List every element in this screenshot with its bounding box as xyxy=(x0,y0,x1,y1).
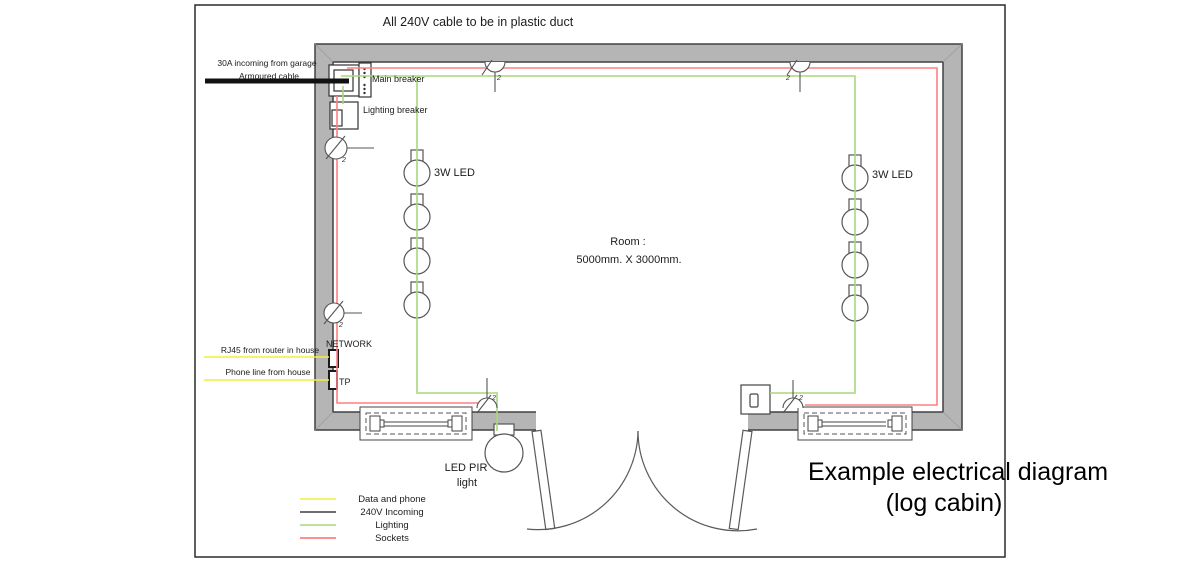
tp-label: TP xyxy=(339,377,351,387)
legend-item-240v: 240V Incoming xyxy=(300,507,424,518)
window-right-icon xyxy=(797,406,913,441)
led-left-label: 3W LED xyxy=(434,167,475,179)
pir-label-line2: light xyxy=(457,477,477,489)
legend-label-240v: 240V Incoming xyxy=(360,507,423,518)
light-switch-icon xyxy=(740,384,771,415)
lighting-breaker-label: Lighting breaker xyxy=(363,105,428,115)
legend: Data and phone 240V Incoming Lighting So… xyxy=(300,494,426,544)
socket-count: 2 xyxy=(496,75,501,82)
pir-label-line1: LED PIR xyxy=(445,462,488,474)
room-label-line1: Room : xyxy=(610,236,645,248)
socket-count: 2 xyxy=(491,395,496,402)
incoming-label-line2: Armoured cable xyxy=(239,71,299,81)
lighting-breaker xyxy=(329,101,359,130)
socket-left-lower-icon xyxy=(323,300,362,325)
legend-label-data: Data and phone xyxy=(358,494,426,505)
door-opening xyxy=(536,410,748,432)
socket-count: 2 xyxy=(338,322,343,329)
legend-item-lighting: Lighting xyxy=(300,520,409,531)
diagram-title: All 240V cable to be in plastic duct xyxy=(383,15,574,29)
phone-note: Phone line from house xyxy=(225,367,310,377)
network-label: NETWORK xyxy=(326,339,372,349)
socket-bottom-left-icon xyxy=(476,378,498,414)
socket-top-left-icon xyxy=(481,59,506,92)
main-breaker-label: Main breaker xyxy=(372,74,425,84)
socket-count: 2 xyxy=(341,157,346,164)
phone-socket xyxy=(328,370,338,390)
wall-miter xyxy=(314,43,334,63)
socket-bottom-right-icon xyxy=(782,380,804,414)
network-socket xyxy=(328,349,339,368)
room-label-line2: 5000mm. X 3000mm. xyxy=(576,254,681,266)
pir-light-icon xyxy=(484,423,524,473)
double-door-icon xyxy=(526,429,758,532)
room-walls xyxy=(314,43,963,431)
caption-line2: (log cabin) xyxy=(886,489,1003,517)
data-phone-lines xyxy=(204,356,329,381)
incoming-label-line1: 30A incoming from garage xyxy=(217,58,316,68)
socket-left-upper-icon xyxy=(324,135,374,160)
rj45-note: RJ45 from router in house xyxy=(221,345,320,355)
lighting-circuit-lines xyxy=(341,75,856,431)
wall-miter xyxy=(942,411,963,431)
caption-line1: Example electrical diagram xyxy=(808,458,1108,486)
legend-item-data: Data and phone xyxy=(300,494,426,505)
wall-miter xyxy=(314,411,334,431)
legend-label-sockets: Sockets xyxy=(375,533,409,544)
legend-label-lighting: Lighting xyxy=(375,520,408,531)
window-left-icon xyxy=(359,406,473,441)
wall-miter xyxy=(942,43,963,63)
socket-count: 2 xyxy=(798,395,803,402)
legend-item-sockets: Sockets xyxy=(300,533,409,544)
socket-count: 2 xyxy=(785,75,790,82)
sockets-circuit-lines xyxy=(336,67,938,406)
socket-top-right-icon xyxy=(786,59,811,92)
led-right-label: 3W LED xyxy=(872,169,913,181)
